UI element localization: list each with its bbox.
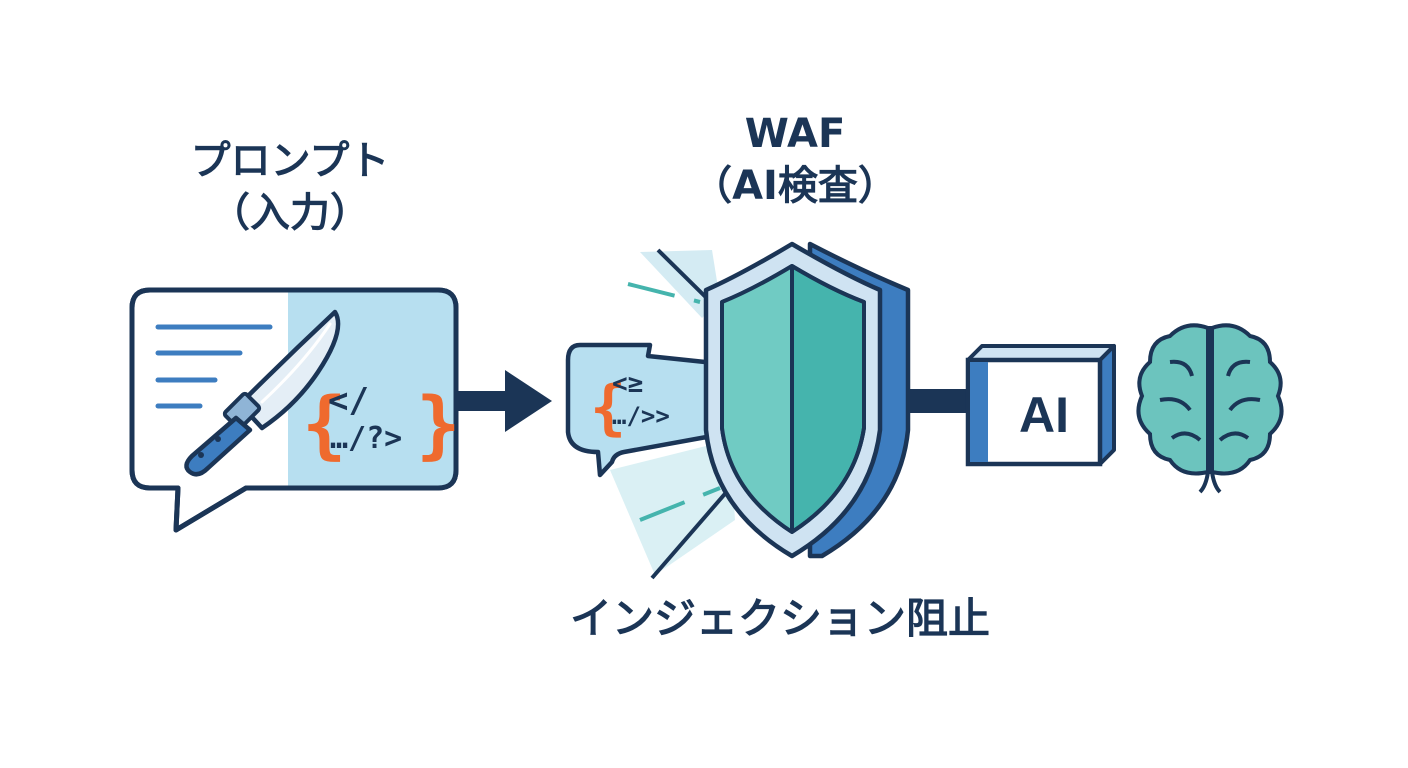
waf-title: WAF （AI検査）: [650, 108, 940, 212]
fragment-brace-open: {: [590, 373, 626, 443]
speech-bubble-icon: [129, 287, 459, 533]
injection-block-caption: インジェクション阻止: [569, 594, 990, 643]
code-snippet: { } </ …/?>: [302, 381, 461, 468]
code-line-1: </: [328, 381, 369, 421]
prompt-title-line1: プロンプト: [190, 138, 390, 184]
connector-bar: [906, 389, 968, 413]
fragment-line-1: <≥: [612, 369, 643, 399]
prompt-title-line2: （入力）: [210, 190, 370, 236]
knife-icon: [184, 309, 341, 477]
ai-chip-icon: AI: [965, 344, 1116, 467]
arrow-right-icon: [456, 370, 552, 432]
brain-icon: [1136, 323, 1284, 494]
code-brace-close: }: [416, 382, 461, 468]
fragment-line-2: …/>>: [612, 402, 670, 430]
waf-title-line1: WAF: [744, 111, 846, 157]
waf-title-line2: （AI検査）: [692, 163, 898, 209]
code-brace-open: {: [302, 382, 347, 468]
prompt-title: プロンプト （入力）: [150, 135, 430, 239]
shield-rays: [610, 250, 777, 575]
ai-box-label: AI: [1019, 387, 1069, 443]
shield-icon: [703, 241, 911, 559]
code-line-2: …/?>: [330, 421, 402, 456]
